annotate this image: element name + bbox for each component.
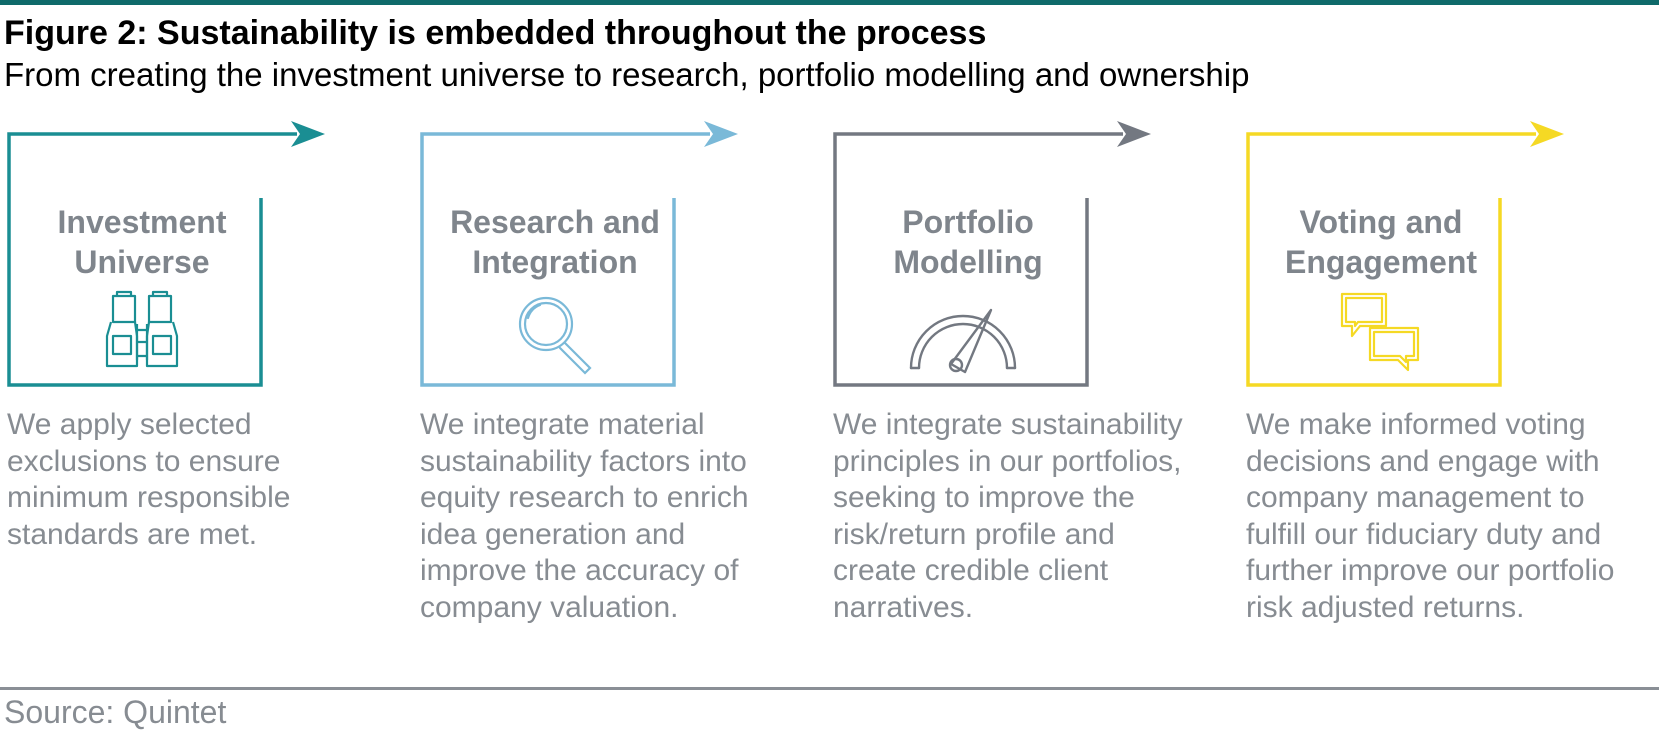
step-title: Investment Universe [57,204,227,280]
process-step-research-integration: Research and Integration We integrate ma… [420,120,830,680]
source-note: Source: Quintet [4,694,227,730]
header-rule [0,0,1659,5]
figure-subtitle: From creating the investment universe to… [4,56,1250,93]
step-frame-arrow [833,121,1151,387]
step-description: We integrate material sustainability fac… [420,408,749,624]
step-description: We apply selected exclusions to ensure m… [7,408,291,551]
magnifier-icon [518,296,592,375]
footer-rule [0,687,1659,690]
process-step-investment-universe: Investment Universe We apply selected ex… [7,120,417,680]
binoculars-icon [105,290,179,368]
step-frame-arrow [7,121,325,387]
process-step-portfolio-modelling: Portfolio Modelling We integrate sustain… [833,120,1243,680]
process-step-voting-engagement: Voting and Engagement We make informed v… [1246,120,1656,680]
step-title: Research and Integration [450,204,660,280]
step-frame-arrow [420,121,738,387]
figure-title: Figure 2: Sustainability is embedded thr… [4,14,987,52]
speech-bubbles-icon [1340,292,1420,372]
step-description: We integrate sustainability principles i… [833,408,1183,624]
gauge-icon [909,308,1017,374]
step-title: Portfolio Modelling [893,204,1043,280]
step-title: Voting and Engagement [1284,204,1478,280]
step-frame-arrow [1246,121,1564,387]
step-description: We make informed voting decisions and en… [1246,408,1615,624]
